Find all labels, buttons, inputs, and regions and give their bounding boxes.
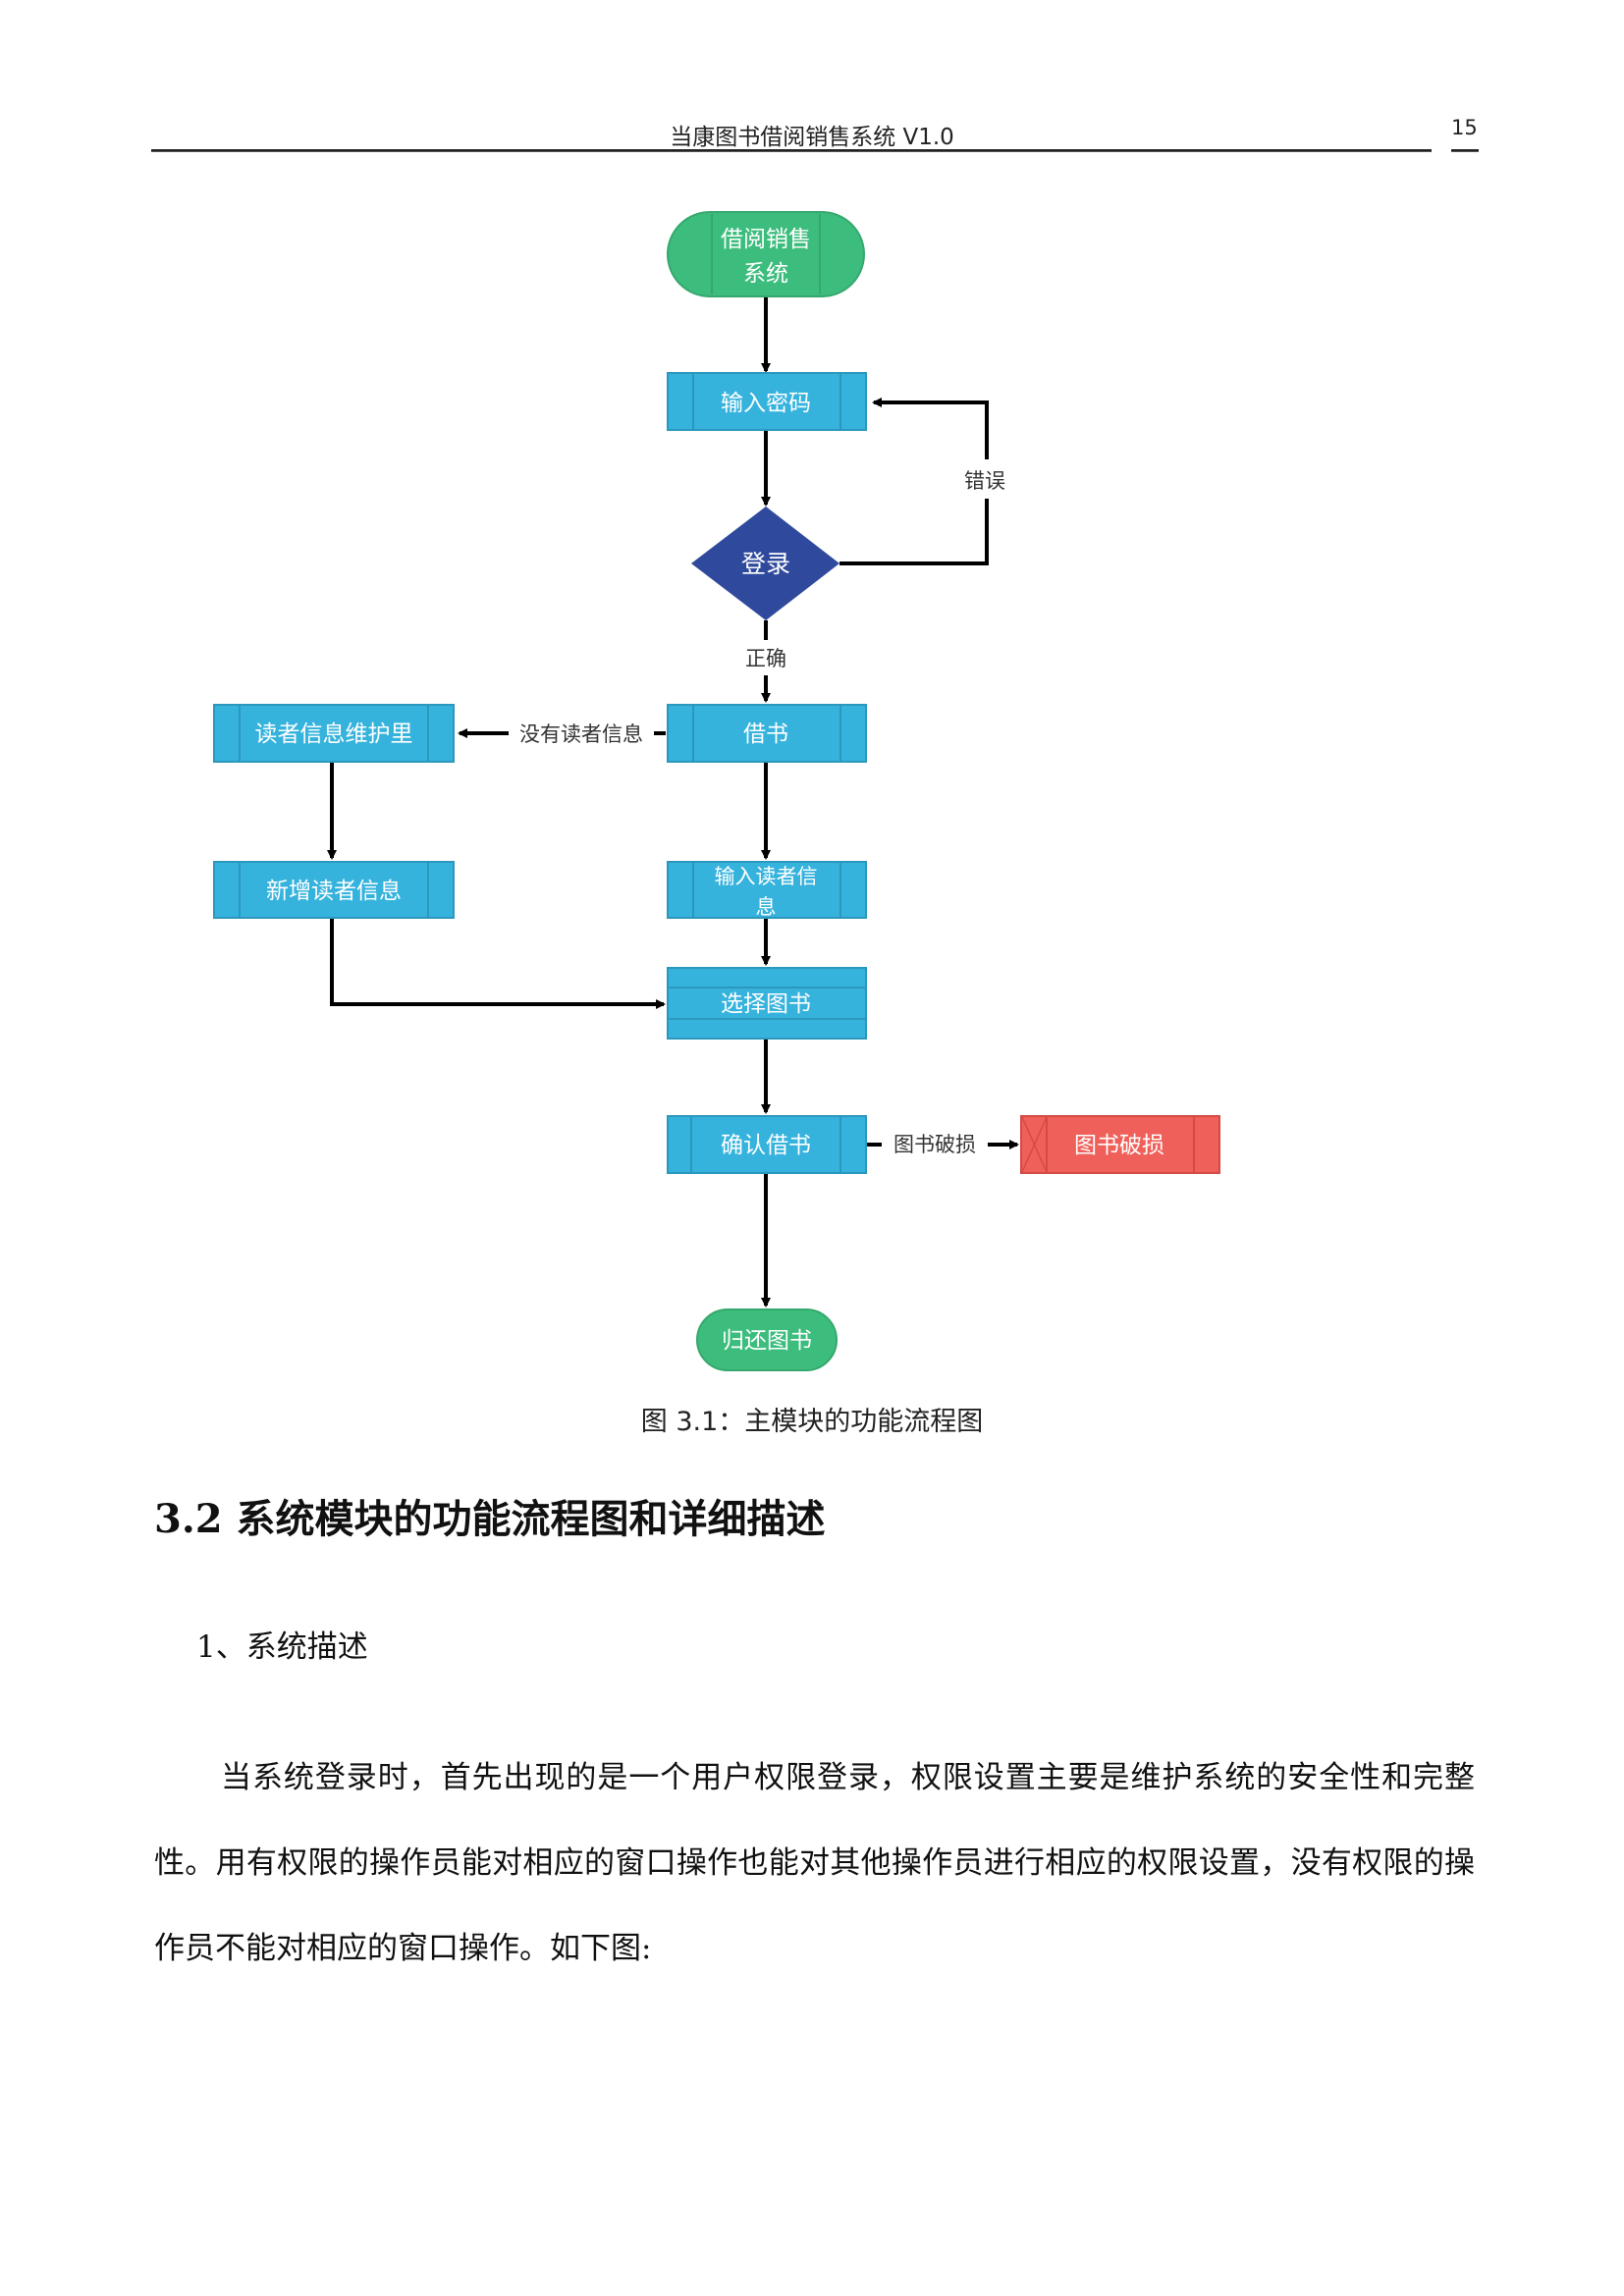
node-confirm-borrow: 确认借书 (667, 1115, 867, 1174)
node-input-reader: 输入读者信 息 (667, 861, 867, 919)
header-title: 当康图书借阅销售系统 V1.0 (670, 125, 954, 150)
node-input-password: 输入密码 (667, 372, 867, 431)
node-return-book: 归还图书 (696, 1308, 838, 1371)
node-return-book-label: 归还图书 (722, 1328, 812, 1354)
node-input-reader-label-1: 输入读者信 (715, 865, 818, 888)
header-divider (151, 149, 1432, 152)
flowchart: 错误 正确 没有读者信息 图书破损 借阅销售 系统 输入密码 登录 借书 读者信… (213, 211, 1220, 1371)
node-reader-maintenance: 读者信息维护里 (213, 704, 455, 763)
page-number-underline (1451, 149, 1479, 152)
node-borrow-label: 借书 (743, 721, 788, 747)
node-select-book-label: 选择图书 (721, 991, 811, 1017)
node-book-damaged-label: 图书破损 (1074, 1133, 1164, 1158)
edge-label-correct: 正确 (745, 647, 786, 670)
section-heading: 3.2 系统模块的功能流程图和详细描述 (154, 1496, 826, 1542)
node-select-book: 选择图书 (667, 967, 867, 1040)
node-borrow: 借书 (667, 704, 867, 763)
node-add-reader: 新增读者信息 (213, 861, 455, 919)
node-confirm-borrow-label: 确认借书 (721, 1133, 811, 1158)
node-reader-maintenance-label: 读者信息维护里 (255, 721, 413, 747)
figure-caption: 图 3.1：主模块的功能流程图 (640, 1407, 984, 1437)
node-start-label-2: 系统 (743, 261, 788, 287)
node-start: 借阅销售 系统 (667, 211, 865, 297)
node-input-reader-label-2: 息 (756, 895, 777, 919)
edge-label-error: 错误 (964, 469, 1005, 493)
subsection-heading: 1、系统描述 (196, 1629, 368, 1665)
edge-label-book-damaged: 图书破损 (893, 1133, 976, 1156)
node-input-password-label: 输入密码 (721, 391, 811, 416)
body-paragraph: 当系统登录时，首先出现的是一个用户权限登录，权限设置主要是维护系统的安全性和完整… (154, 1760, 1475, 1966)
edge-label-no-reader-info: 没有读者信息 (519, 722, 643, 746)
node-login: 登录 (691, 507, 839, 620)
node-book-damaged: 图书破损 (1020, 1115, 1220, 1174)
node-login-label: 登录 (741, 550, 790, 578)
page-number: 15 (1451, 116, 1478, 139)
node-start-label-1: 借阅销售 (721, 227, 811, 252)
node-add-reader-label: 新增读者信息 (266, 879, 402, 904)
edge-add-to-select (330, 918, 666, 1009)
